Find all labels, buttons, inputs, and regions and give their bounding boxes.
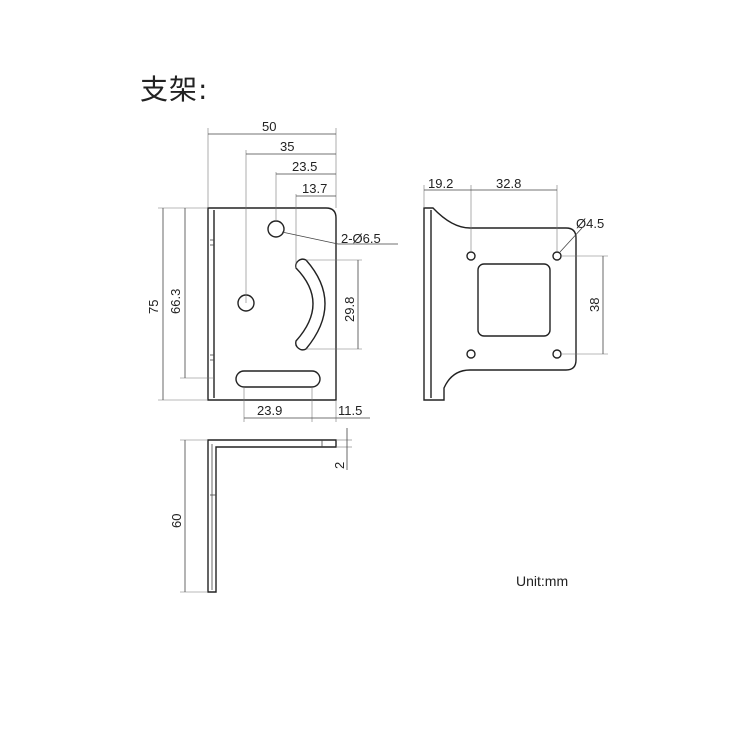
dim-60: 60 (169, 514, 184, 528)
front-view: 50 35 23.5 13.7 2-Ø6.5 75 66.3 29.8 23.9… (146, 119, 398, 422)
dim-11-5: 11.5 (338, 403, 362, 418)
dim-50: 50 (262, 119, 276, 134)
dim-38: 38 (587, 298, 602, 312)
l-profile-outline (207, 439, 337, 593)
curved-slot (295, 258, 326, 351)
dim-35: 35 (280, 139, 294, 154)
horizontal-slot (235, 370, 321, 388)
plate-hole-top-left (466, 251, 476, 261)
unit-note: Unit:mm (516, 573, 569, 589)
dim-19-2: 19.2 (428, 176, 453, 191)
square-opening (477, 263, 551, 337)
dim-2: 2 (332, 462, 347, 469)
hole-callout-leader (281, 231, 398, 245)
dim-75: 75 (146, 300, 161, 314)
page-title: 支架: (140, 73, 209, 106)
dim-29-8: 29.8 (342, 297, 357, 322)
side-profile-view: 60 2 (169, 428, 352, 593)
top-view-outline (423, 207, 577, 401)
mounting-hole-top (267, 220, 285, 238)
plate-hole-bottom-right (552, 349, 562, 359)
plate-hole-bottom-left (466, 349, 476, 359)
small-hole-callout: Ø4.5 (576, 216, 604, 231)
dim-32-8: 32.8 (496, 176, 521, 191)
hole-callout: 2-Ø6.5 (341, 231, 381, 246)
dim-66-3: 66.3 (168, 289, 183, 314)
dim-23-9: 23.9 (257, 403, 282, 418)
top-view: 19.2 32.8 Ø4.5 38 (423, 176, 608, 401)
dim-23-5: 23.5 (292, 159, 317, 174)
small-hole-leader (559, 227, 583, 253)
front-view-outline (207, 207, 337, 401)
plate-hole-top-right (552, 251, 562, 261)
dim-13-7: 13.7 (302, 181, 327, 196)
